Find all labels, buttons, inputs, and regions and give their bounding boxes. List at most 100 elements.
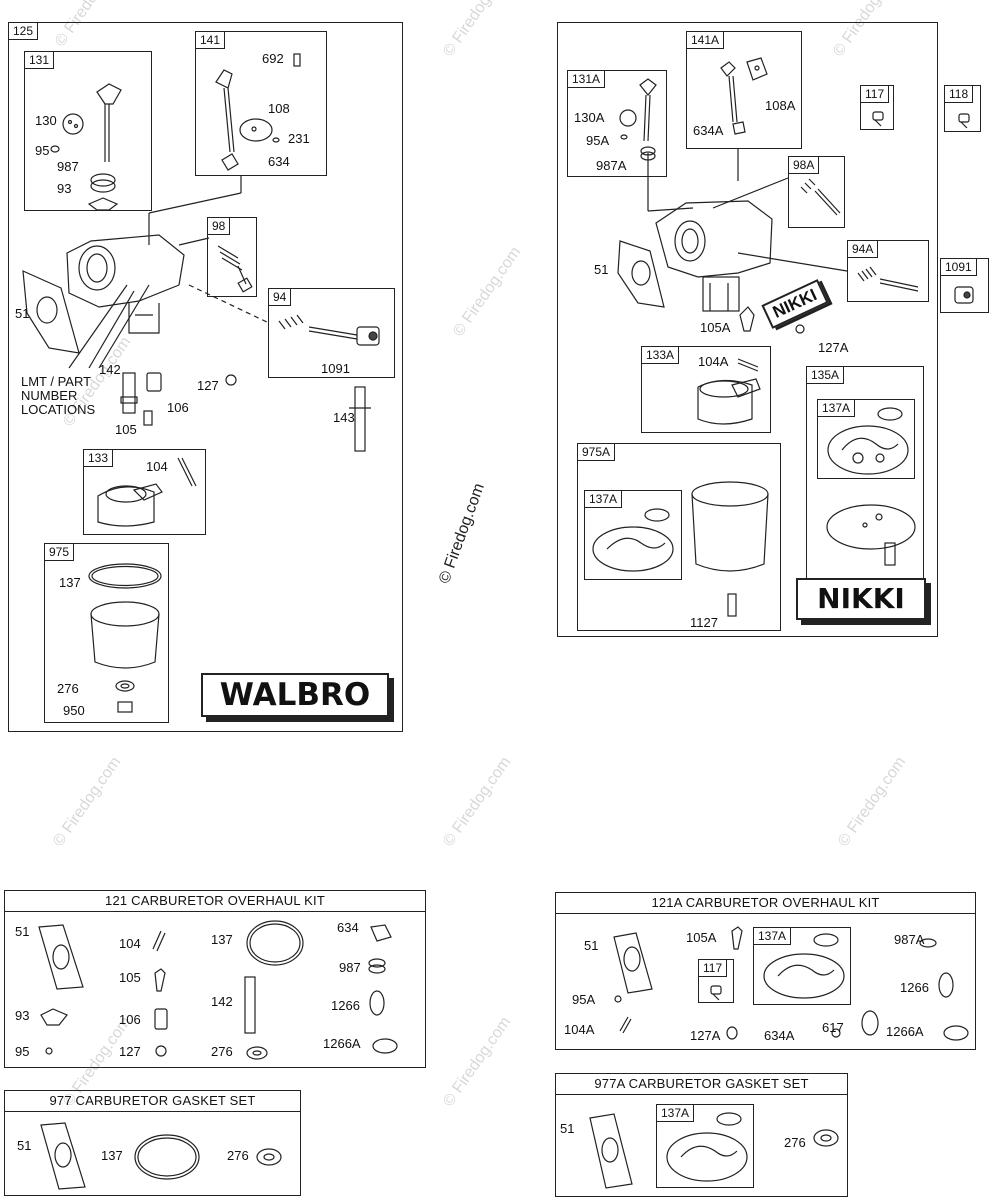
ref-tag-117: 117 xyxy=(860,85,890,103)
subassembly-133: 133 104 xyxy=(83,449,206,535)
part-label-104: 104 xyxy=(146,459,168,474)
kit121A-part-617: 617 xyxy=(822,1020,844,1035)
kit-977A: 977A CARBURETOR GASKET SET 137A 51 276 xyxy=(555,1073,848,1197)
kit121-part-987: 987 xyxy=(339,960,361,975)
kit121-part-106: 106 xyxy=(119,1012,141,1027)
part-label-105A: 105A xyxy=(700,320,731,335)
gasket-set-137A-bowl: 137A xyxy=(584,490,682,580)
watermark: © Firedog.com xyxy=(50,753,125,850)
kit121-part-51: 51 xyxy=(15,924,30,939)
kit121A-part-1266: 1266 xyxy=(900,980,929,995)
choke-shaft-drawing xyxy=(215,53,301,171)
ref-tag-1091: 1091 xyxy=(940,258,977,276)
ref-tag-131: 131 xyxy=(24,51,55,69)
walbro-carburetor-drawing xyxy=(22,176,371,452)
ref-tag-133: 133 xyxy=(83,449,114,467)
subassembly-135A: 135A 137A xyxy=(806,366,924,586)
ref-tag-135A: 135A xyxy=(806,366,845,384)
part-label-51-nikki: 51 xyxy=(594,262,609,277)
float-bowl-drawing xyxy=(88,563,162,713)
part-label-104A: 104A xyxy=(698,354,729,369)
limiter-cap-drawing xyxy=(954,286,974,304)
nikki-carburetor-drawing xyxy=(617,149,848,334)
kit-121A-parts-drawing xyxy=(613,926,969,1041)
gasket-set-137A: 137A xyxy=(817,399,915,479)
kit977A-gasket-137A: 137A xyxy=(656,1104,754,1188)
kit121-part-104: 104 xyxy=(119,936,141,951)
screw-118-drawing xyxy=(958,113,970,129)
kit121A-screw-drawing xyxy=(710,985,722,1001)
throttle-shaft-drawing xyxy=(50,83,122,211)
kit121-part-95: 95 xyxy=(15,1044,30,1059)
part-label-276: 276 xyxy=(57,681,79,696)
subassembly-131: 131 130 95 987 93 xyxy=(24,51,152,211)
kit121-part-137: 137 xyxy=(211,932,233,947)
ref-tag-137A: 137A xyxy=(817,399,856,417)
kit-977-parts-drawing xyxy=(40,1122,282,1190)
kit121-part-93: 93 xyxy=(15,1008,30,1023)
subassembly-975A: 975A 1127 137A xyxy=(577,443,781,631)
part-label-51: 51 xyxy=(15,306,30,321)
kit121A-ref-117: 117 xyxy=(698,959,728,977)
part-label-231: 231 xyxy=(288,131,310,146)
part-label-1127: 1127 xyxy=(690,615,718,630)
watermark: © Firedog.com xyxy=(440,753,515,850)
nikki-throttle-shaft-drawing xyxy=(619,78,657,161)
subassembly-131A: 131A 130A 95A 987A xyxy=(567,70,667,177)
ref-box-118: 118 xyxy=(944,85,981,132)
part-label-127A: 127A xyxy=(818,340,849,355)
watermark: © Firedog.com xyxy=(440,0,515,60)
kit121-part-1266A: 1266A xyxy=(323,1036,361,1051)
part-label-950: 950 xyxy=(63,703,85,718)
kit977-part-137: 137 xyxy=(101,1148,123,1163)
ref-tag-141: 141 xyxy=(195,31,226,49)
kit-977A-title: 977A CARBURETOR GASKET SET xyxy=(556,1074,847,1095)
lmt-line-1: LMT / PART xyxy=(21,374,92,389)
lmt-line-2: NUMBER xyxy=(21,388,78,403)
kit121-part-142: 142 xyxy=(211,994,233,1009)
brand-nikki: NIKKI xyxy=(796,578,926,620)
part-label-142: 142 xyxy=(99,362,121,377)
kit121A-ref-137A: 137A xyxy=(753,927,792,945)
kit121A-part-987A: 987A xyxy=(894,932,925,947)
ref-tag-975: 975 xyxy=(44,543,75,561)
part-label-108A: 108A xyxy=(765,98,796,113)
part-label-95: 95 xyxy=(35,143,50,158)
kit977-part-51: 51 xyxy=(17,1138,32,1153)
ref-tag-118: 118 xyxy=(944,85,974,103)
kit121-part-276: 276 xyxy=(211,1044,233,1059)
lmt-line-3: LOCATIONS xyxy=(21,402,96,417)
brand-walbro: WALBRO xyxy=(201,673,389,717)
ref-tag-133A: 133A xyxy=(641,346,680,364)
kit-121: 121 CARBURETOR OVERHAUL KIT 51 104 137 6… xyxy=(4,890,426,1068)
kit121-part-105: 105 xyxy=(119,970,141,985)
kit977A-ref-137A: 137A xyxy=(656,1104,695,1122)
nikki-idle-screw-drawing xyxy=(800,178,841,216)
ref-tag-137A-bowl: 137A xyxy=(584,490,623,508)
fuel-pump-plate-drawing xyxy=(826,504,916,566)
part-label-987A: 987A xyxy=(596,158,627,173)
kit121A-part-95A: 95A xyxy=(572,992,596,1007)
nikki-choke-shaft-drawing xyxy=(720,57,768,135)
part-label-106: 106 xyxy=(167,400,189,415)
part-label-987: 987 xyxy=(57,159,79,174)
main-mixture-screw-drawing xyxy=(278,314,380,346)
kit121A-gasket-drawing xyxy=(763,933,845,999)
subassembly-94: 94 1091 xyxy=(268,288,395,378)
part-label-634: 634 xyxy=(268,154,290,169)
watermark: © Firedog.com xyxy=(835,753,910,850)
ref-tag-98: 98 xyxy=(207,217,231,235)
lmt-part-number-note: LMT / PART NUMBER LOCATIONS xyxy=(21,375,95,417)
part-label-105: 105 xyxy=(115,422,137,437)
subassembly-98A: 98A xyxy=(788,156,845,228)
ref-tag-98A: 98A xyxy=(788,156,820,174)
kit121A-part-104A: 104A xyxy=(564,1022,595,1037)
bowl-gasket-drawing xyxy=(592,508,674,572)
part-label-127: 127 xyxy=(197,378,219,393)
kit-121A: 121A CARBURETOR OVERHAUL KIT 137A 117 51… xyxy=(555,892,976,1050)
ref-tag-975A: 975A xyxy=(577,443,616,461)
ref-box-117: 117 xyxy=(860,85,894,130)
nikki-assembly: 131A 130A 95A 987A 141A 108A 634A 117 xyxy=(557,22,938,637)
kit121-part-634: 634 xyxy=(337,920,359,935)
screw-117-drawing xyxy=(872,111,884,127)
